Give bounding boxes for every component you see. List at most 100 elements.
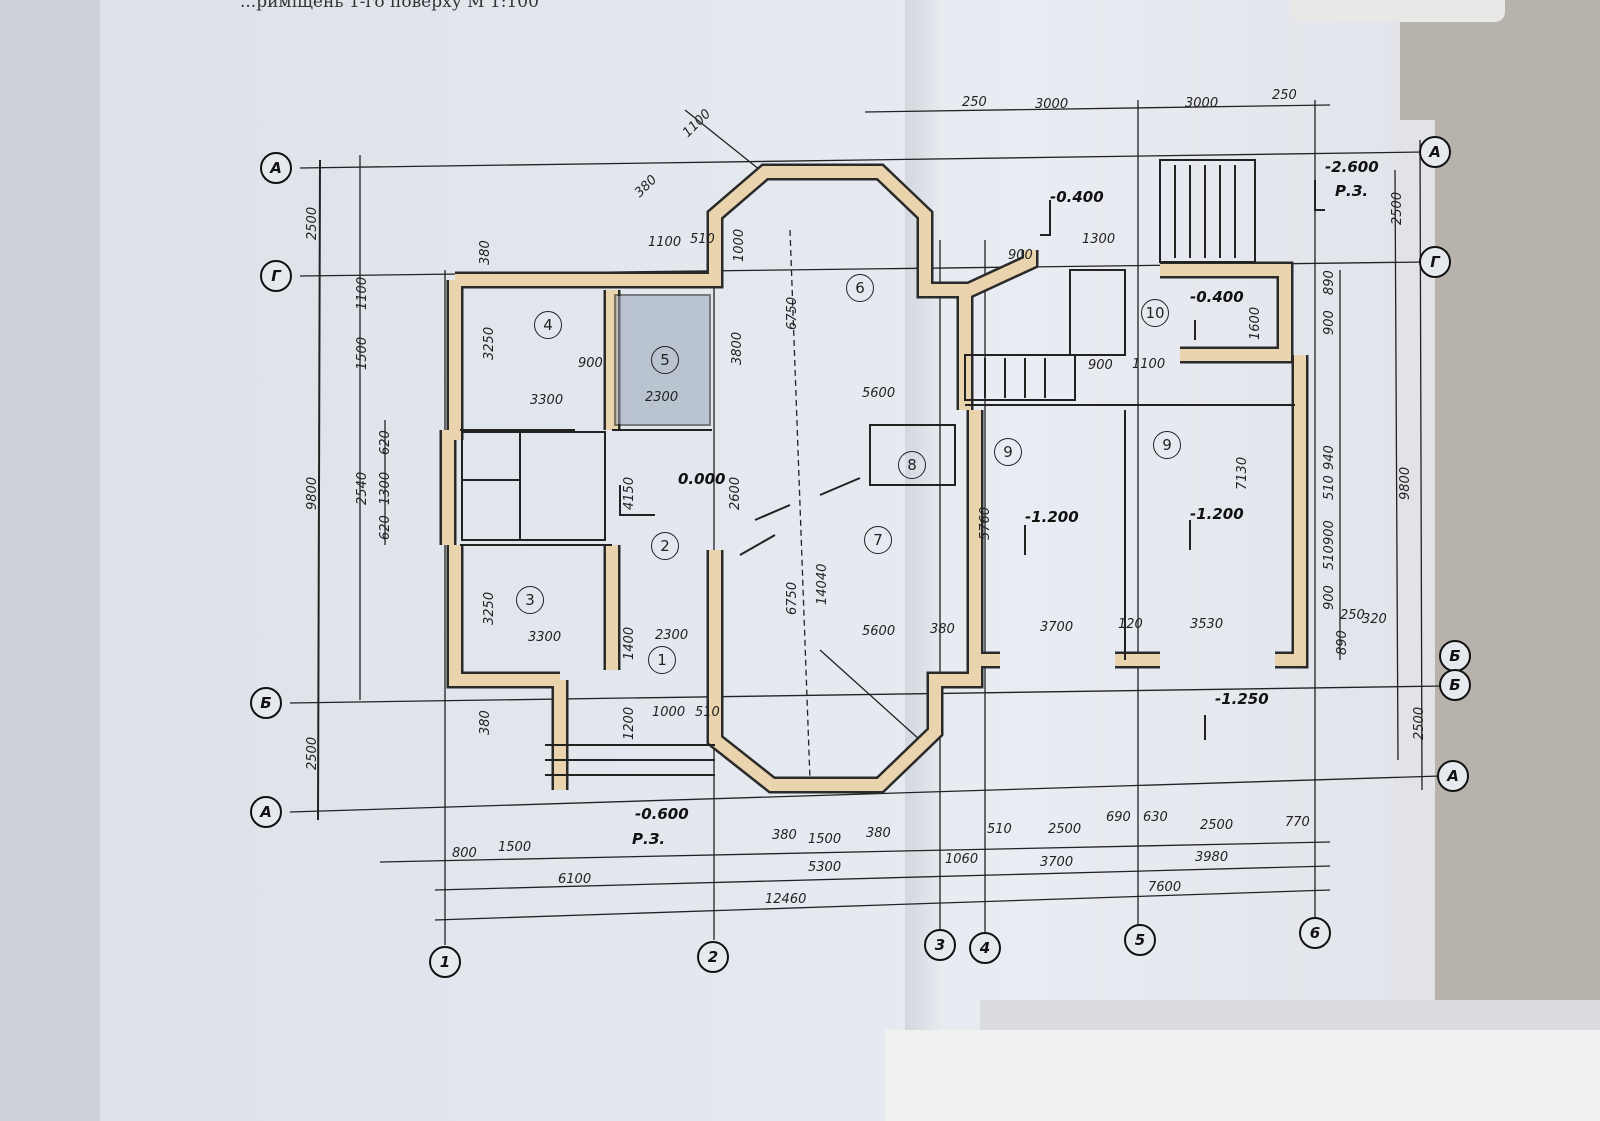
axis-row-bubble: Г bbox=[260, 260, 292, 292]
dimension-label: 380 bbox=[772, 828, 797, 843]
dimension-label: 5600 bbox=[862, 386, 896, 401]
dimension-label: 1300 bbox=[1082, 232, 1116, 247]
dimension-label: 2500 bbox=[305, 736, 320, 770]
dimension-label: 380 bbox=[930, 622, 955, 637]
dimension-label: 1400 bbox=[622, 626, 637, 660]
level-mark: -2.600 bbox=[1325, 158, 1379, 176]
dimension-label: 320 bbox=[1362, 612, 1387, 627]
room-number-10: 10 bbox=[1141, 299, 1169, 327]
axis-row-bubble: Б bbox=[1439, 640, 1471, 672]
dimension-label: 3530 bbox=[1190, 617, 1224, 632]
axis-column-bubble: 1 bbox=[429, 946, 461, 978]
dimension-label: 120 bbox=[1118, 617, 1143, 632]
dimension-label: 510 bbox=[1322, 475, 1337, 500]
room-number-3: 3 bbox=[516, 586, 544, 614]
dimension-label: 890 bbox=[1322, 270, 1337, 295]
room-number-4: 4 bbox=[534, 311, 562, 339]
white-sheet bbox=[885, 1030, 1600, 1121]
dimension-label: 14040 bbox=[815, 563, 830, 605]
dimension-label: 900 bbox=[1322, 310, 1337, 335]
dimension-label: 7130 bbox=[1235, 456, 1250, 490]
level-mark: Р.З. bbox=[1335, 182, 1369, 200]
dimension-label: 7600 bbox=[1148, 880, 1182, 895]
dimension-label: 2300 bbox=[645, 390, 679, 405]
axis-column-bubble: 5 bbox=[1124, 924, 1156, 956]
dimension-label: 1000 bbox=[652, 705, 686, 720]
axis-row-bubble: А bbox=[1437, 760, 1469, 792]
room-number-7: 7 bbox=[864, 526, 892, 554]
dimension-label: 5300 bbox=[808, 860, 842, 875]
dimension-label: 12460 bbox=[765, 892, 807, 907]
dimension-label: 620 bbox=[378, 515, 393, 540]
dimension-label: 380 bbox=[478, 240, 493, 265]
dimension-label: 510 bbox=[1322, 545, 1337, 570]
dimension-label: 5760 bbox=[978, 506, 993, 540]
room-number-8: 8 bbox=[898, 451, 926, 479]
dimension-label: 2500 bbox=[305, 206, 320, 240]
room-number-5: 5 bbox=[651, 346, 679, 374]
dimension-label: 3250 bbox=[482, 591, 497, 625]
axis-row-bubble: Б bbox=[250, 687, 282, 719]
dimension-label: 630 bbox=[1143, 810, 1168, 825]
dimension-label: 4150 bbox=[622, 476, 637, 510]
dimension-label: 3300 bbox=[530, 393, 564, 408]
dimension-label: 1060 bbox=[945, 852, 979, 867]
dimension-label: 890 bbox=[1335, 630, 1350, 655]
level-mark: -1.200 bbox=[1190, 505, 1244, 523]
dimension-label: 380 bbox=[866, 826, 891, 841]
dimension-label: 2600 bbox=[728, 476, 743, 510]
dimension-label: 9800 bbox=[1398, 466, 1413, 500]
dimension-label: 6100 bbox=[558, 872, 592, 887]
dimension-label: 1500 bbox=[498, 840, 532, 855]
level-mark: 0.000 bbox=[678, 470, 726, 488]
dimension-label: 3700 bbox=[1040, 855, 1074, 870]
dimension-label: 900 bbox=[578, 356, 603, 371]
dimension-label: 900 bbox=[1008, 248, 1033, 263]
watermark-logo bbox=[1290, 0, 1505, 22]
dimension-label: 3700 bbox=[1040, 620, 1074, 635]
paper-fold bbox=[905, 0, 945, 1030]
dimension-label: 9800 bbox=[305, 476, 320, 510]
dimension-label: 3250 bbox=[482, 326, 497, 360]
room-number-6: 6 bbox=[846, 274, 874, 302]
level-mark: -0.400 bbox=[1190, 288, 1244, 306]
dimension-label: 620 bbox=[378, 430, 393, 455]
dimension-label: 6750 bbox=[785, 296, 800, 330]
level-mark: Р.З. bbox=[632, 830, 666, 848]
dimension-label: 800 bbox=[452, 846, 477, 861]
dimension-label: 900 bbox=[1088, 358, 1113, 373]
dimension-label: 1100 bbox=[355, 276, 370, 310]
axis-column-bubble: 2 bbox=[697, 941, 729, 973]
dimension-label: 2540 bbox=[355, 471, 370, 505]
axis-row-bubble: А bbox=[1419, 136, 1451, 168]
dimension-label: 3300 bbox=[528, 630, 562, 645]
dimension-label: 3980 bbox=[1195, 850, 1229, 865]
dimension-label: 2500 bbox=[1048, 822, 1082, 837]
level-mark: -1.200 bbox=[1025, 508, 1079, 526]
plan-title: ...риміщень 1-го поверху М 1:100 bbox=[240, 0, 539, 12]
dimension-label: 770 bbox=[1285, 815, 1310, 830]
dimension-label: 2500 bbox=[1390, 191, 1405, 225]
paper-edge-bottom bbox=[980, 1000, 1600, 1030]
dimension-label: 380 bbox=[478, 710, 493, 735]
axis-row-bubble: Г bbox=[1419, 246, 1451, 278]
interior-lines bbox=[460, 159, 1325, 776]
dimension-label: 1600 bbox=[1248, 306, 1263, 340]
dimension-label: 250 bbox=[1272, 88, 1297, 103]
level-mark: -1.250 bbox=[1215, 690, 1269, 708]
dimension-label: 900 bbox=[1322, 520, 1337, 545]
dimension-label: 2300 bbox=[655, 628, 689, 643]
walls-fill bbox=[442, 166, 1306, 791]
dimension-label: 1300 bbox=[378, 471, 393, 505]
dimension-label: 6750 bbox=[785, 581, 800, 615]
dimension-label: 1100 bbox=[1132, 357, 1166, 372]
axis-row-bubble: А bbox=[250, 796, 282, 828]
axis-row-bubble: А bbox=[260, 152, 292, 184]
dimension-label: 2500 bbox=[1200, 818, 1234, 833]
dimension-label: 510 bbox=[987, 822, 1012, 837]
dimension-label: 250 bbox=[1340, 608, 1365, 623]
grid-lines bbox=[289, 100, 1446, 945]
dimension-label: 1000 bbox=[732, 228, 747, 262]
dimension-label: 5600 bbox=[862, 624, 896, 639]
dimension-label: 1100 bbox=[648, 235, 682, 250]
